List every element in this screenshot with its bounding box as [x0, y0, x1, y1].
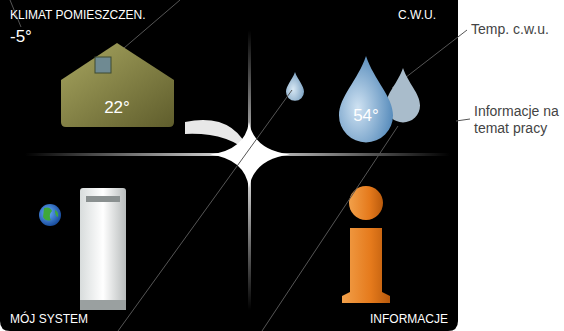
- section-title: C.W.U.: [398, 8, 436, 22]
- section-title: KLIMAT POMIESZCZEN.: [10, 8, 146, 22]
- callout-label: Temp. c.w.u.: [471, 21, 563, 38]
- house-window: [95, 57, 111, 73]
- unit-base: [80, 300, 126, 310]
- section-title: INFORMACJE: [370, 312, 448, 326]
- house-body: [61, 43, 174, 127]
- globe-land: [43, 207, 58, 220]
- room-temp: 22°: [104, 98, 130, 118]
- water-drop-icon: 54°: [318, 48, 428, 144]
- info-stem: [342, 228, 390, 303]
- callout-label: Informacje na temat pracy: [474, 103, 562, 137]
- house-icon: 22°: [55, 40, 180, 128]
- water-temp: 54°: [353, 106, 379, 126]
- unit-panel: [86, 196, 120, 202]
- heat-pump-unit: [80, 188, 126, 310]
- leader-line: [456, 119, 470, 121]
- screen-ground: [0, 0, 458, 331]
- display-screen: KLIMAT POMIESZCZEN. -5° C.W.U. MÓJ SYSTEM IN…: [0, 0, 458, 331]
- globe-icon: [39, 204, 61, 226]
- info-dot: [349, 186, 383, 220]
- sparkle: [210, 122, 290, 188]
- water-drop-icon-shape: [318, 48, 428, 144]
- section-title: MÓJ SYSTEM: [10, 312, 88, 326]
- main-drop: [339, 56, 393, 142]
- leader-line: [262, 126, 398, 331]
- outdoor-temp: -5°: [10, 27, 32, 47]
- small-drop: [286, 72, 304, 101]
